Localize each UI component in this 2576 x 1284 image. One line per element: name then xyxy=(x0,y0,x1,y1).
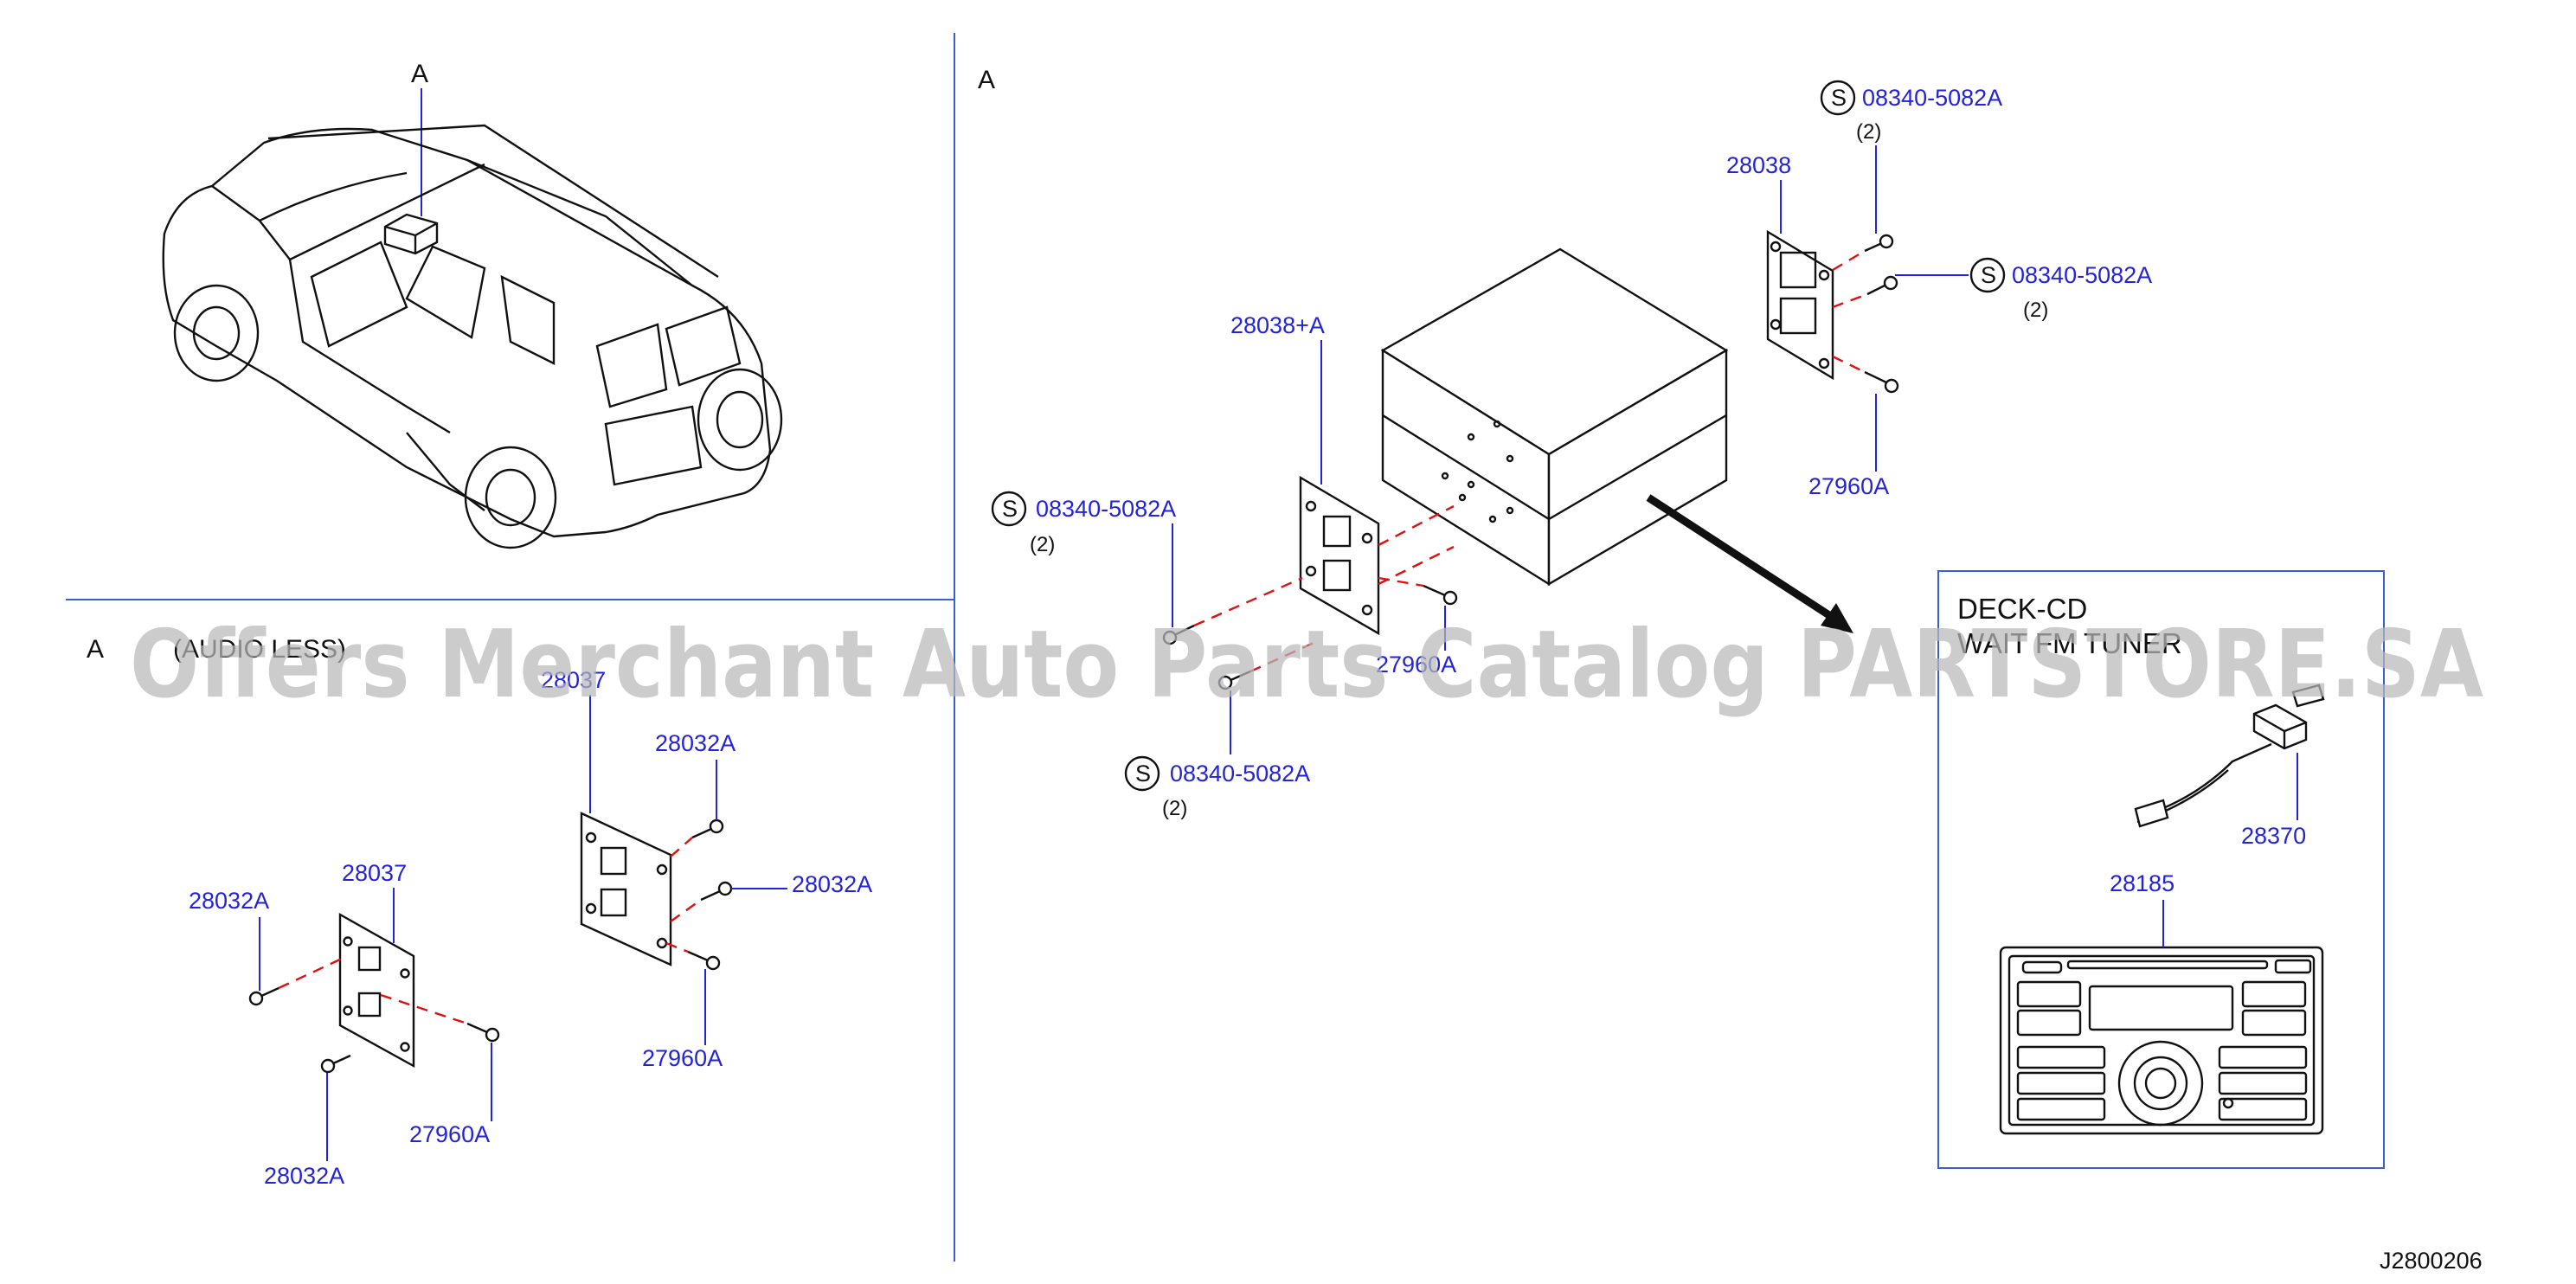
part-28032A-4[interactable]: 28032A xyxy=(264,1163,344,1189)
part-28032A-3[interactable]: 28032A xyxy=(189,888,269,914)
harness-28370 xyxy=(2134,684,2325,828)
deck-cd-box xyxy=(1937,570,2385,1169)
part-08340-left[interactable]: 08340-5082A xyxy=(1036,496,1176,522)
part-28038A[interactable]: 28038+A xyxy=(1230,312,1325,338)
vehicle-callout-label: A xyxy=(411,60,428,88)
qty-08340-right: (2) xyxy=(2023,299,2048,322)
screw-27960A-lower xyxy=(466,1022,500,1043)
part-08340-right[interactable]: 08340-5082A xyxy=(2012,262,2152,288)
audio-unit-box xyxy=(1380,247,1729,587)
screw-08340-right xyxy=(1866,275,1898,296)
screw-08340-bottom xyxy=(1217,670,1251,690)
right-view-label: A xyxy=(978,66,995,94)
watermark: Offers Merchant Auto Parts Catalog PARTS… xyxy=(130,611,2483,719)
screw-08340-top xyxy=(1864,234,1894,253)
part-27960A-lower[interactable]: 27960A xyxy=(409,1121,490,1147)
callout-arrow xyxy=(1646,494,1837,622)
screw-08340-left xyxy=(1162,624,1195,645)
bracket-28038 xyxy=(1766,229,1834,381)
left-view-label: A xyxy=(87,635,104,664)
deck-title-line2: WAIT FM TUNER xyxy=(1957,627,2182,659)
deck-title-line1: DECK-CD xyxy=(1957,593,2087,625)
part-28185[interactable]: 28185 xyxy=(2110,870,2175,896)
vehicle-illustration: A xyxy=(162,60,783,549)
screw-28032A-4 xyxy=(320,1054,351,1074)
s-symbol-right: S xyxy=(1981,262,1996,288)
installation-view: A 28038 S 08340-5082A (2) xyxy=(978,66,2483,1274)
s-symbol-left: S xyxy=(1002,496,1018,522)
part-08340-top[interactable]: 08340-5082A xyxy=(1862,85,2002,111)
part-28037-upper[interactable]: 28037 xyxy=(541,667,606,693)
part-27960A-right[interactable]: 27960A xyxy=(1808,473,1889,499)
screw-28032A-1 xyxy=(691,819,724,839)
diagram-code: J2800206 xyxy=(2380,1248,2483,1274)
audio-less-view: A (AUDIO LESS) 28037 28032A 28032A 27960… xyxy=(87,635,872,1189)
qty-08340-top: (2) xyxy=(1856,120,1881,144)
part-27960A-mid[interactable]: 27960A xyxy=(1376,652,1456,677)
cd-deck-28185 xyxy=(1999,946,2324,1135)
part-08340-bottom[interactable]: 08340-5082A xyxy=(1170,761,1310,786)
left-view-title: (AUDIO LESS) xyxy=(173,635,346,664)
part-28037-lower[interactable]: 28037 xyxy=(342,860,407,886)
bracket-28038A xyxy=(1299,475,1380,636)
screw-27960A-right xyxy=(1864,370,1899,394)
s-symbol-top: S xyxy=(1831,85,1847,111)
part-28032A-2[interactable]: 28032A xyxy=(792,871,872,897)
s-symbol-bottom: S xyxy=(1135,761,1151,786)
qty-08340-left: (2) xyxy=(1030,533,1055,556)
part-28038[interactable]: 28038 xyxy=(1726,152,1791,178)
part-27960A-upper[interactable]: 27960A xyxy=(642,1045,723,1071)
screw-27960A-mid xyxy=(1423,584,1458,606)
screw-28032A-2 xyxy=(700,881,733,902)
screw-27960A-upper xyxy=(687,950,721,971)
screw-28032A-3 xyxy=(248,986,279,1006)
qty-08340-bottom: (2) xyxy=(1162,797,1187,820)
part-28370[interactable]: 28370 xyxy=(2241,823,2306,849)
part-28032A-1[interactable]: 28032A xyxy=(655,730,736,756)
